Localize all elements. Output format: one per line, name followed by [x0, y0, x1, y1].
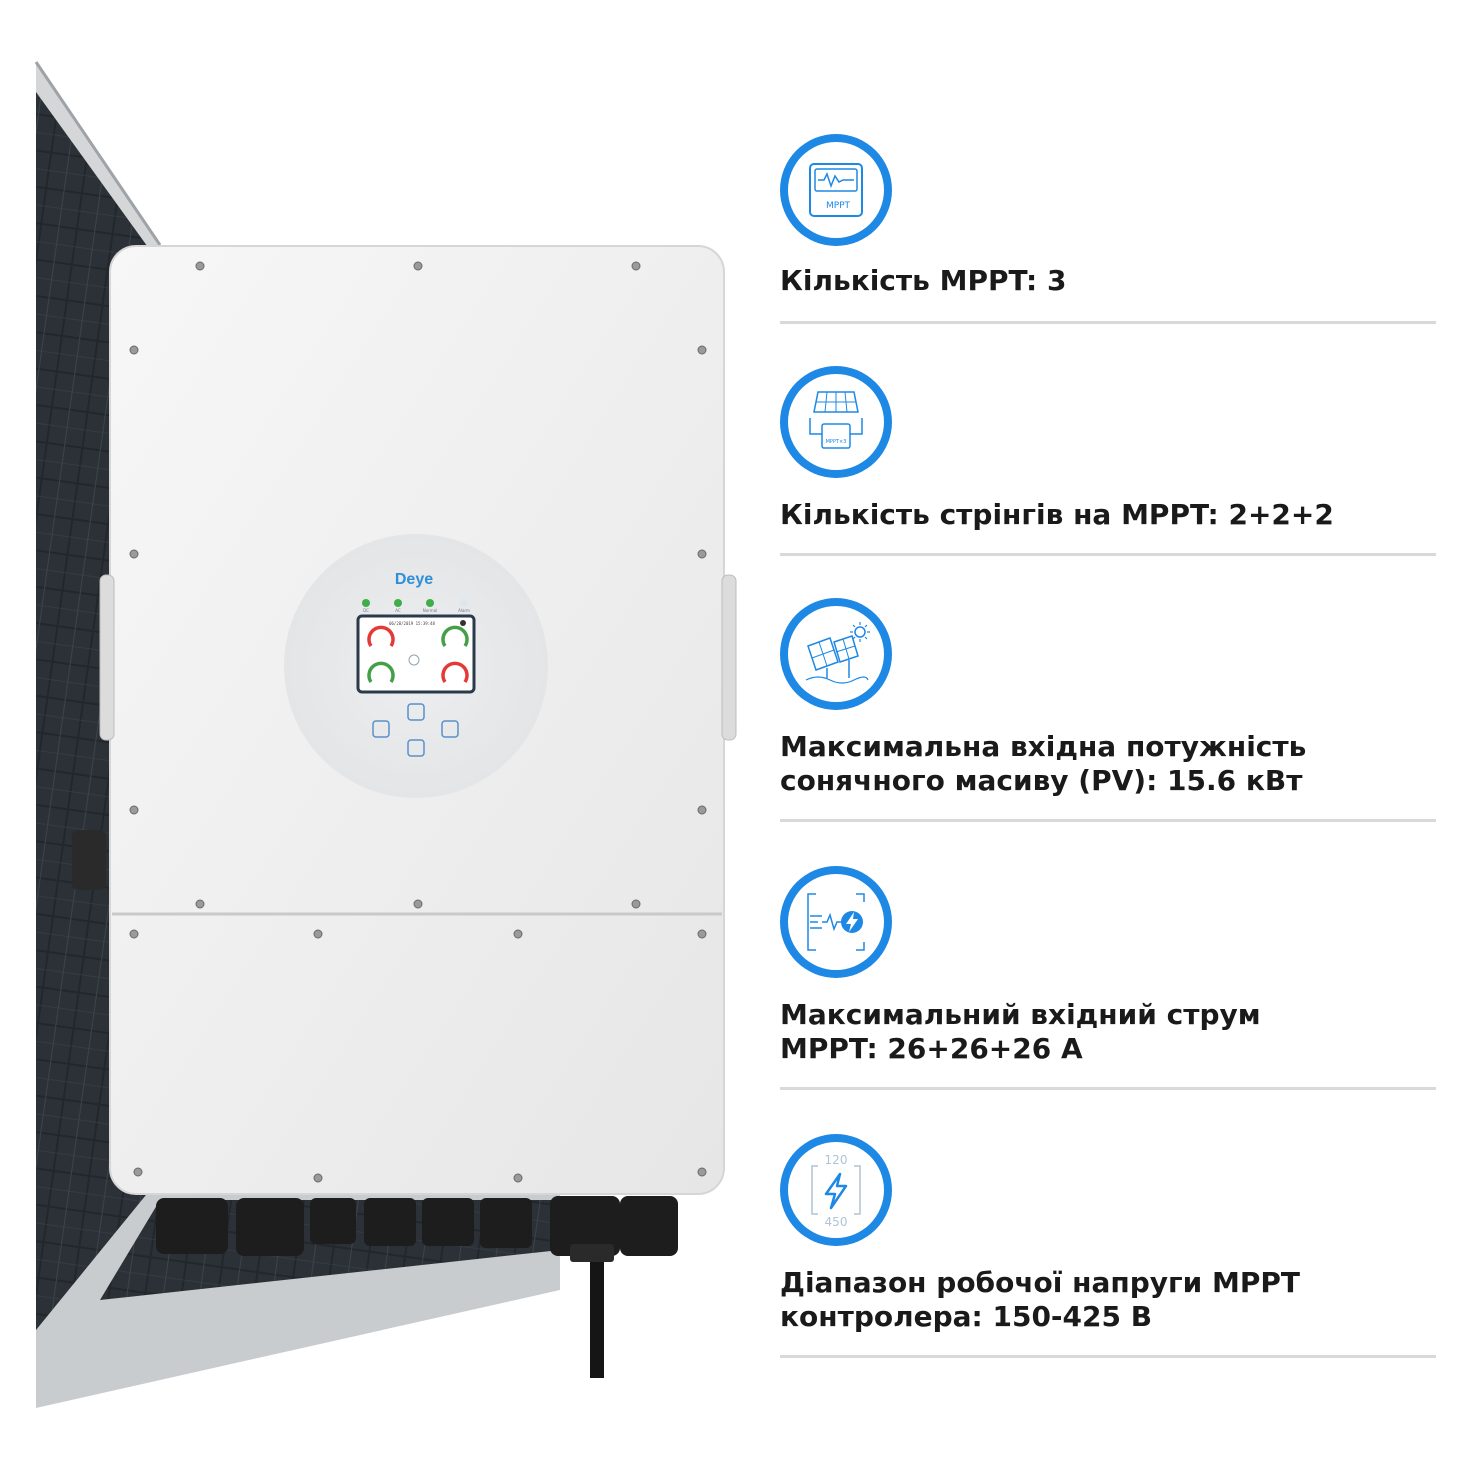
- spec-text: Кількість стрінгів на MPPT: 2+2+2: [780, 498, 1334, 531]
- key-esc[interactable]: [372, 720, 390, 738]
- key-down[interactable]: [407, 739, 425, 757]
- divider: [780, 321, 1436, 324]
- current-bolt-icon: [780, 866, 892, 978]
- screw-heads: [129, 261, 707, 1183]
- spec-text-line-2: MPPT: 26+26+26 А: [780, 1032, 1083, 1065]
- mppt-icon-text: MPPT: [826, 201, 851, 211]
- spec-text: Кількість MPPT: 3: [780, 264, 1067, 297]
- lcd-date: 06/28/2019 15:39:48: [389, 621, 435, 626]
- led-label-dc: DC: [363, 608, 369, 613]
- divider: [780, 553, 1436, 556]
- key-enter[interactable]: [441, 720, 459, 738]
- product-illustration: Deye DC AC Normal Alarm 06/28/2019 15:39…: [34, 61, 737, 1408]
- led-label-ac: AC: [395, 608, 401, 613]
- spec-text-line-1: Максимальна вхідна потужність: [780, 730, 1307, 763]
- solar-panel-strings-icon: MPPT×3: [780, 366, 892, 478]
- keypad: [372, 703, 459, 757]
- solar-array-sun-icon: [780, 598, 892, 710]
- led-label-alarm: Alarm: [458, 608, 470, 613]
- led-label-normal: Normal: [423, 608, 437, 613]
- divider: [780, 1087, 1436, 1090]
- mppt-chart-icon: MPPT: [780, 134, 892, 246]
- voltage-icon-top: 120: [825, 1153, 848, 1167]
- control-panel: Deye DC AC Normal Alarm 06/28/2019 15:39…: [284, 534, 548, 798]
- divider: [780, 819, 1436, 822]
- brand-logo: Deye: [395, 571, 433, 588]
- spec-text-line-2: сонячного масиву (PV): 15.6 кВт: [780, 764, 1303, 797]
- lcd-gauges: [367, 625, 469, 683]
- key-up[interactable]: [407, 703, 425, 721]
- voltage-icon-bottom: 450: [825, 1215, 848, 1228]
- voltage-range-icon: 120 450: [780, 1134, 892, 1246]
- spec-list: MPPT Кількість MPPT: 3 MPPT×3 Кільк: [780, 0, 1436, 1470]
- cable-glands: [156, 1196, 678, 1378]
- spec-text-line-2: контролера: 150-425 В: [780, 1300, 1153, 1333]
- divider: [780, 1355, 1436, 1358]
- spec-text-line-1: Діапазон робочої напруги MPPT: [780, 1266, 1301, 1299]
- strings-icon-text: MPPT×3: [826, 439, 847, 445]
- spec-text-line-1: Максимальний вхідний струм: [780, 998, 1261, 1031]
